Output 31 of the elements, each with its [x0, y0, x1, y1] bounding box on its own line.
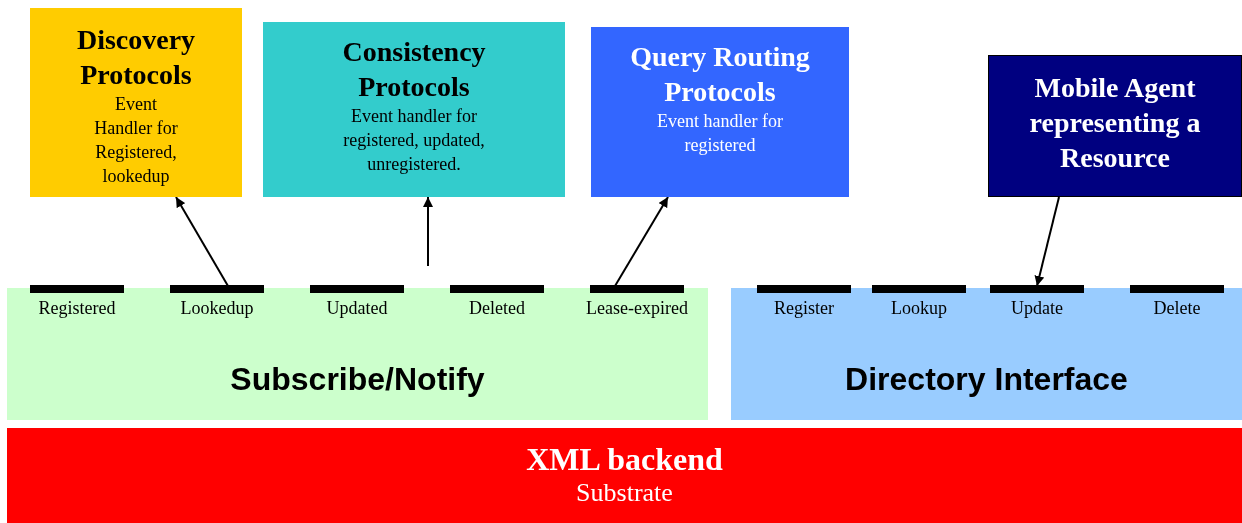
port-label: Lease-expired — [585, 298, 689, 319]
box-title: Discovery Protocols — [75, 23, 197, 92]
box-title: Mobile Agent representing a Resource — [1028, 71, 1202, 175]
protocol-box — [591, 27, 849, 197]
arrow — [175, 196, 229, 287]
box-description: Substrate — [576, 477, 673, 509]
box-title: Query Routing Protocols — [629, 40, 811, 109]
port-label: Delete — [1152, 298, 1202, 319]
arrow — [1034, 196, 1060, 287]
backend-bar — [7, 428, 1242, 523]
port-label: Lookedup — [179, 298, 255, 319]
panel-title: Directory Interface — [844, 361, 1129, 398]
protocol-box — [263, 22, 565, 197]
box-description: Event handler for registered — [656, 110, 784, 157]
agent-box — [988, 55, 1242, 197]
panel-title: Subscribe/Notify — [229, 361, 486, 398]
layer-panel — [731, 288, 1242, 420]
port-label: Register — [773, 298, 835, 319]
protocol-box — [30, 8, 242, 197]
box-description: Event handler for registered, updated, unregistered. — [342, 105, 486, 176]
arrow — [614, 196, 669, 287]
box-title: Consistency Protocols — [341, 35, 487, 104]
layer-panel — [7, 288, 708, 420]
port-label: Updated — [325, 298, 389, 319]
port-label: Deleted — [468, 298, 526, 319]
box-description: Event Handler for Registered, lookedup — [93, 93, 179, 188]
port-label: Update — [1010, 298, 1064, 319]
port-label: Registered — [37, 298, 117, 319]
arrow — [423, 196, 433, 267]
box-title: XML backend — [526, 442, 723, 477]
port-label: Lookup — [890, 298, 948, 319]
